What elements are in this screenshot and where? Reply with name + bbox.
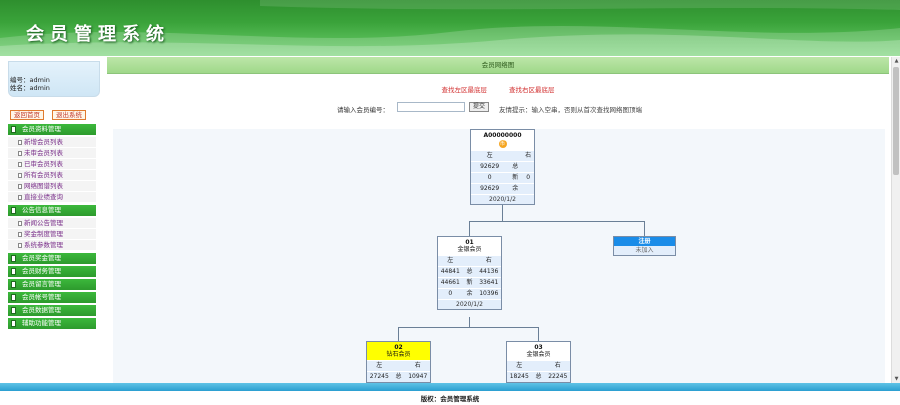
- menu-item-bonus-rules[interactable]: 奖金制度管理: [8, 229, 96, 240]
- menu-group-auxiliary[interactable]: 辅助功能管理: [8, 318, 96, 329]
- coin-badge-icon: 币: [498, 140, 507, 148]
- member-level: 金银会员: [457, 246, 482, 253]
- search-links: 查找左区最底层 查找右区最底层: [107, 84, 889, 94]
- user-info-box: [8, 61, 100, 97]
- menu-group-finance[interactable]: 会员财务管理: [8, 266, 96, 277]
- user-number: admin: [29, 76, 50, 84]
- connector-line: [469, 317, 470, 327]
- join-date: 2020/1/2: [471, 194, 534, 204]
- find-right-bottom-link[interactable]: 查找右区最底层: [509, 86, 555, 94]
- menu-item-system-params[interactable]: 系统参数管理: [8, 240, 96, 251]
- header-wave-decoration: [0, 0, 900, 56]
- folder-icon: [11, 307, 16, 314]
- search-label: 请输入会员编号：: [337, 106, 389, 114]
- folder-icon: [11, 126, 16, 133]
- menu-group-data[interactable]: 会员数据管理: [8, 305, 96, 316]
- menu-group-member-data[interactable]: 会员资料管理: [8, 124, 96, 135]
- member-id: A00000000: [483, 132, 522, 139]
- connector-line: [502, 205, 503, 221]
- folder-icon: [11, 281, 16, 288]
- search-tip: 友情提示：输入空串，否则从首次查找网络图顶端: [499, 106, 642, 114]
- page-icon: [18, 173, 22, 178]
- footer-copyright: 版权：会员管理系统: [420, 395, 480, 403]
- connector-line: [538, 327, 539, 341]
- member-id: 01: [465, 239, 474, 246]
- menu-item-unreviewed-members[interactable]: 未审会员列表: [8, 148, 96, 159]
- page-icon: [18, 243, 22, 248]
- app-header: 会员管理系统: [0, 0, 900, 56]
- page-icon: [18, 184, 22, 189]
- footer-bar: [0, 383, 900, 391]
- menu-group-messages[interactable]: 会员留言管理: [8, 279, 96, 290]
- search-row: 请输入会员编号： 提交 友情提示：输入空串，否则从首次查找网络图顶端: [107, 102, 889, 114]
- connector-line: [644, 221, 645, 236]
- page-icon: [18, 221, 22, 226]
- menu-item-all-members[interactable]: 所有会员列表: [8, 170, 96, 181]
- register-node[interactable]: 注册 未加入: [613, 236, 676, 256]
- join-date: 2020/1/2: [438, 299, 501, 309]
- page-icon: [18, 140, 22, 145]
- member-id: 03: [534, 344, 543, 351]
- menu-item-new-members[interactable]: 新增会员列表: [8, 137, 96, 148]
- vertical-scrollbar[interactable]: ▲ ▼: [891, 57, 900, 383]
- main-panel: 会员网络图 查找左区最底层 查找右区最底层 请输入会员编号： 提交 友情提示：输…: [107, 57, 889, 383]
- menu-item-news-management[interactable]: 新闻公告管理: [8, 218, 96, 229]
- menu-group-announcements[interactable]: 公告信息管理: [8, 205, 96, 216]
- register-status: 未加入: [635, 247, 654, 254]
- submit-button[interactable]: 提交: [469, 102, 489, 112]
- member-id: 02: [394, 344, 403, 351]
- menu-item-direct-performance[interactable]: 直接业绩查询: [8, 192, 96, 203]
- folder-icon: [11, 320, 16, 327]
- member-level: 金银会员: [526, 351, 551, 358]
- member-number-input[interactable]: [397, 102, 465, 112]
- connector-line: [469, 221, 645, 222]
- exit-button[interactable]: 退出系统: [52, 110, 86, 120]
- folder-icon: [11, 255, 16, 262]
- menu-group-accounts[interactable]: 会员帐号管理: [8, 292, 96, 303]
- scroll-down-icon[interactable]: ▼: [894, 376, 899, 382]
- folder-icon: [11, 294, 16, 301]
- page-icon: [18, 151, 22, 156]
- menu-item-network-graph[interactable]: 网络图谱列表: [8, 181, 96, 192]
- page-icon: [18, 232, 22, 237]
- menu-item-reviewed-members[interactable]: 已审会员列表: [8, 159, 96, 170]
- connector-line: [398, 327, 538, 328]
- user-name: admin: [29, 84, 50, 92]
- register-link[interactable]: 注册: [614, 237, 675, 246]
- folder-icon: [11, 207, 16, 214]
- user-info: 编号：admin 姓名：admin: [10, 76, 50, 92]
- sidebar: 编号：admin 姓名：admin 返回首页 退出系统 会员资料管理 新增会员列…: [0, 56, 104, 382]
- connector-line: [398, 327, 399, 341]
- page-title: 会员网络图: [107, 57, 889, 74]
- scroll-up-icon[interactable]: ▲: [894, 58, 899, 64]
- home-button[interactable]: 返回首页: [10, 110, 44, 120]
- page-icon: [18, 195, 22, 200]
- menu-group-bonus[interactable]: 会员奖金管理: [8, 253, 96, 264]
- sidebar-menu: 会员资料管理 新增会员列表 未审会员列表 已审会员列表 所有会员列表 网络图谱列…: [8, 124, 96, 331]
- find-left-bottom-link[interactable]: 查找左区最底层: [441, 86, 487, 94]
- app-title: 会员管理系统: [26, 24, 170, 45]
- page-icon: [18, 162, 22, 167]
- folder-icon: [11, 268, 16, 275]
- member-level: 钻石会员: [386, 351, 411, 358]
- scroll-thumb[interactable]: [893, 67, 899, 175]
- connector-line: [469, 221, 470, 236]
